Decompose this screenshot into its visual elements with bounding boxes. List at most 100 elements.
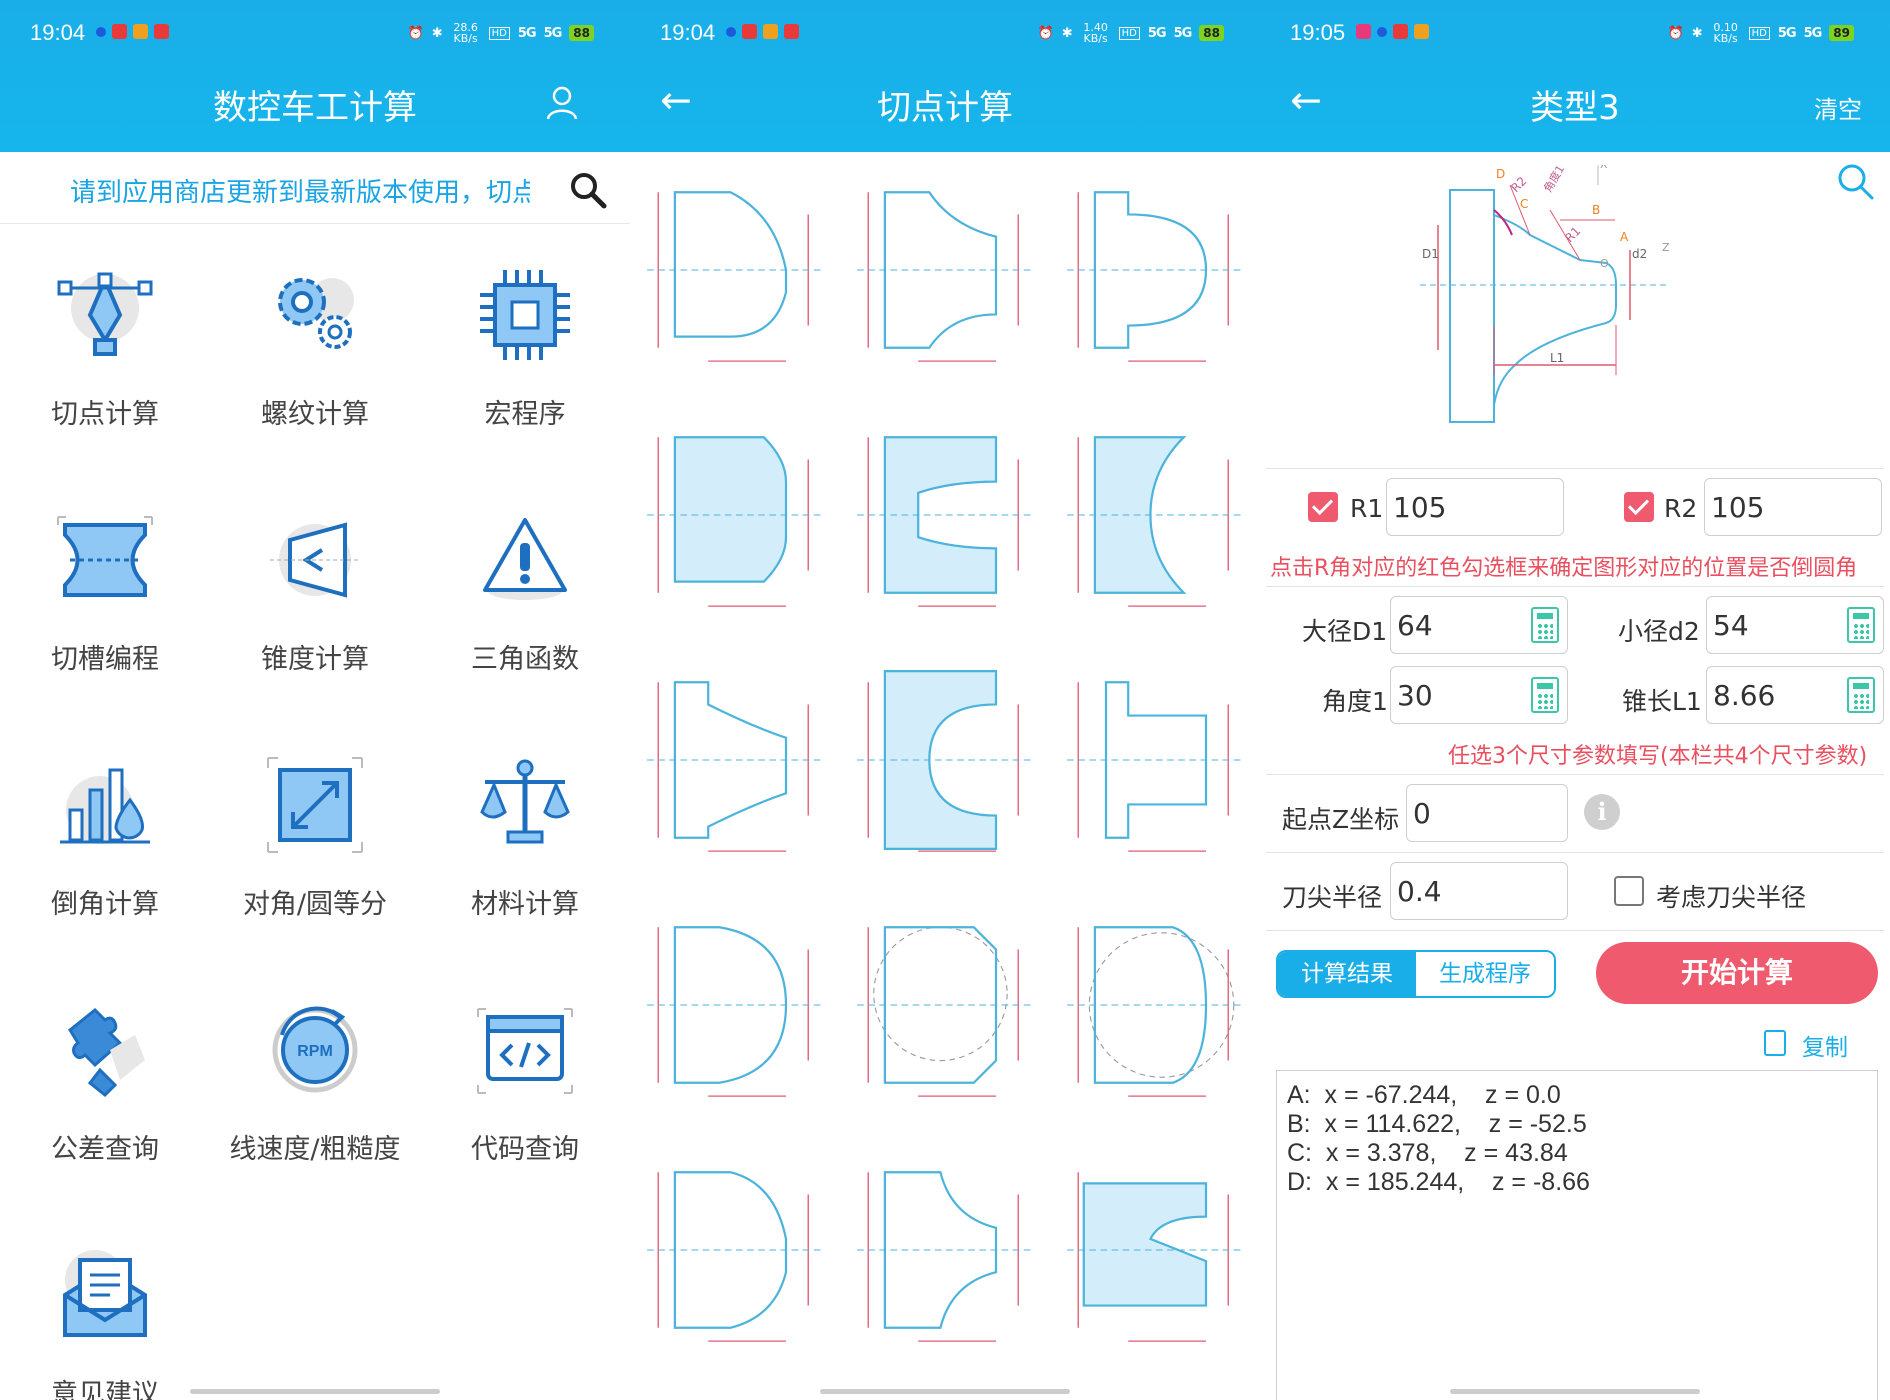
search-icon[interactable] [564,166,612,214]
shape-type-option[interactable] [1056,170,1256,370]
dot-icon [1377,27,1387,37]
shape-type-option[interactable] [636,1150,836,1350]
calculator-icon[interactable] [1847,677,1875,713]
result-box[interactable]: A: x = -67.244, z = 0.0 B: x = 114.622, … [1276,1070,1878,1400]
tool-tile[interactable]: 材料计算 [420,750,630,950]
shape-type-option[interactable] [846,905,1046,1105]
app-notify-icon [1393,24,1408,39]
clear-button[interactable]: 清空 [1814,96,1862,124]
status-right: ⏰ ✱ 0.10 KB/s HD 5G 5G 89 [1668,22,1854,44]
info-icon[interactable]: i [1584,794,1620,830]
shape-type-option[interactable] [846,415,1046,615]
r1-checkbox[interactable] [1308,492,1338,522]
angle-value: 30 [1397,679,1433,712]
shape-diagram [857,1171,1035,1342]
tab-result[interactable]: 计算结果 [1278,952,1416,996]
hd-icon: HD [488,26,510,40]
copy-icon[interactable] [1764,1030,1786,1056]
app-notify-icon [154,24,169,39]
shape-type-option[interactable] [1056,905,1256,1105]
app-notify-icon [1356,24,1371,39]
app-notify-icon [784,24,799,39]
start-calc-button[interactable]: 开始计算 [1596,942,1878,1004]
tab-program[interactable]: 生成程序 [1416,952,1554,996]
r2-label: R2 [1664,494,1698,523]
consider-nose-label: 考虑刀尖半径 [1656,883,1807,912]
tool-tile[interactable]: 螺纹计算 [210,260,420,460]
shape-type-option[interactable] [636,170,836,370]
nose-radius-input[interactable]: 0.4 [1390,862,1568,920]
shape-type-option[interactable] [636,660,836,860]
diagram-label-b: B [1592,203,1600,217]
shape-type-option[interactable] [1056,660,1256,860]
tool-tile[interactable]: RPM 线速度/粗糙度 [210,995,420,1195]
tool-tile-label: 材料计算 [471,889,579,920]
divider [1266,586,1884,587]
l1-input[interactable]: 8.66 [1706,666,1884,724]
tool-tile[interactable]: 意见建议 [0,1240,210,1400]
bluetooth-icon: ✱ [1691,25,1703,41]
calculator-icon[interactable] [1531,607,1559,643]
diagram-label-z: Z [1662,241,1670,254]
app-notify-icon [742,24,757,39]
tool-tile[interactable]: 公差查询 [0,995,210,1195]
tool-tile-label: 切槽编程 [51,644,159,675]
tool-tile[interactable]: 对角/圆等分 [210,750,420,950]
user-icon[interactable] [546,86,578,120]
tool-tile-label: 公差查询 [51,1134,159,1165]
result-line: D: x = 185.244, z = -8.66 [1287,1168,1590,1196]
angle-input[interactable]: 30 [1390,666,1568,724]
search-icon[interactable] [1834,160,1876,202]
chart-drop-icon [60,768,150,844]
shape-type-option[interactable] [636,905,836,1105]
shape-type-option[interactable] [636,415,836,615]
tool-tile[interactable]: 倒角计算 [0,750,210,950]
d1-input[interactable]: 64 [1390,596,1568,654]
signal-icon: 5G [1147,25,1167,41]
back-arrow-icon[interactable]: ← [660,78,692,122]
result-line: C: x = 3.378, z = 43.84 [1287,1139,1568,1167]
z-input[interactable]: 0 [1406,784,1568,842]
result-line: B: x = 114.622, z = -52.5 [1287,1110,1587,1138]
r2-input[interactable]: 105 [1704,478,1882,536]
tool-tile-label: 三角函数 [471,644,579,675]
consider-nose-checkbox[interactable] [1614,876,1644,906]
code-icon [477,1008,573,1094]
shape-type-option[interactable] [846,170,1046,370]
divider [1266,930,1884,931]
calculator-icon[interactable] [1531,677,1559,713]
status-bar: 19:04 ⏰ ✱ 1.40 KB/s HD 5G 5G 88 [630,18,1260,48]
tool-tile[interactable]: 代码查询 [420,995,630,1195]
signal-icon: 5G [1777,25,1797,41]
home-indicator [820,1389,1070,1394]
shape-type-option[interactable] [846,1150,1046,1350]
copy-button[interactable]: 复制 [1802,1035,1848,1061]
tool-tile[interactable]: 锥度计算 [210,505,420,705]
tool-tile[interactable]: 宏程序 [420,260,630,460]
shape-type-option[interactable] [1056,1150,1256,1350]
d2-value: 54 [1713,609,1749,642]
shape-type-option[interactable] [846,660,1046,860]
diagram-label-d1: D1 [1422,247,1439,261]
signal-icon: 5G [1803,25,1823,41]
home-indicator [190,1389,440,1394]
r1-input[interactable]: 105 [1386,478,1564,536]
home-indicator [1450,1389,1700,1394]
diagram-label-d2: d2 [1632,247,1647,261]
dot-icon [96,27,106,37]
tool-tile[interactable]: 三角函数 [420,505,630,705]
diagram-label-d: D [1496,167,1505,181]
shape-diagram [647,191,825,362]
back-arrow-icon[interactable]: ← [1290,78,1322,122]
tangent-screen: 19:04 ⏰ ✱ 1.40 KB/s HD 5G 5G 88 ← 切点计算 [630,0,1260,1400]
tool-tile[interactable]: 切点计算 [0,260,210,460]
shape-type-option[interactable] [1056,415,1256,615]
hd-icon: HD [1748,26,1770,40]
calculator-icon[interactable] [1847,607,1875,643]
notification-icons [1356,24,1429,39]
d2-input[interactable]: 54 [1706,596,1884,654]
bluetooth-icon: ✱ [431,25,443,41]
notification-icons [726,24,799,39]
tool-tile[interactable]: 切槽编程 [0,505,210,705]
r2-checkbox[interactable] [1624,492,1654,522]
